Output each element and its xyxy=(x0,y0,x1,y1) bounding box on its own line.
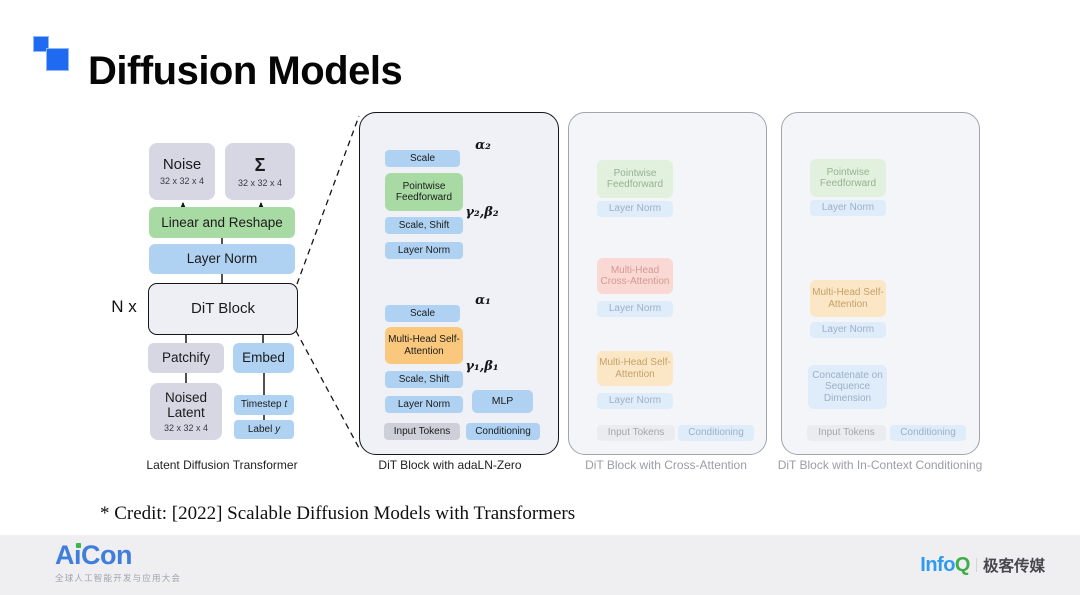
sigma-box: Σ 32 x 32 x 4 xyxy=(225,143,295,200)
multi-head-self-attention-box: Multi-Head Self-Attention xyxy=(385,327,463,364)
page-title: Diffusion Models xyxy=(88,48,403,93)
layer-norm-box-cross-c: Layer Norm xyxy=(597,393,673,409)
scale-box-2: Scale xyxy=(385,150,460,167)
embed-box: Embed xyxy=(233,343,294,373)
bullet-square-small xyxy=(33,36,49,52)
input-tokens-box: Input Tokens xyxy=(384,423,460,440)
caption-in-context: DiT Block with In-Context Conditioning xyxy=(777,458,983,472)
pointwise-feedforward-box-cross: Pointwise Feedforward xyxy=(597,160,673,198)
infoq-logo: InfoQ 极客传媒 xyxy=(920,554,1045,576)
noised-latent-dims: 32 x 32 x 4 xyxy=(163,422,209,433)
layer-norm-box-1: Layer Norm xyxy=(385,396,463,413)
conditioning-box-cross: Conditioning xyxy=(678,425,754,441)
dit-block-box: DiT Block xyxy=(148,283,298,335)
layer-norm-box-cross-a: Layer Norm xyxy=(597,201,673,217)
input-tokens-box-ctx: Input Tokens xyxy=(807,425,886,441)
scale-box-1: Scale xyxy=(385,305,460,322)
layer-norm-box-2: Layer Norm xyxy=(385,242,463,259)
scale-shift-box-1: Scale, Shift xyxy=(385,371,463,388)
aicon-logo: AiCon 全球人工智能开发与应用大会 xyxy=(55,540,182,584)
gamma-beta1-label: γ₁,β₁ xyxy=(465,359,499,374)
multi-head-cross-attention-box: Multi-Head Cross-Attention xyxy=(597,258,673,294)
pointwise-feedforward-box-ctx: Pointwise Feedforward xyxy=(810,159,886,197)
input-tokens-box-cross: Input Tokens xyxy=(597,425,675,441)
gamma-beta2-label: γ₂,β₂ xyxy=(465,205,499,220)
n-times-label: N x xyxy=(111,297,137,316)
aicon-green-dot xyxy=(76,543,81,548)
alpha2-label: α₂ xyxy=(475,138,491,153)
credit-text: * Credit: [2022] Scalable Diffusion Mode… xyxy=(100,503,576,524)
multi-head-self-attention-box-cross: Multi-Head Self-Attention xyxy=(597,351,673,386)
caption-adaln-zero: DiT Block with adaLN-Zero xyxy=(378,458,522,472)
noise-box: Noise 32 x 32 x 4 xyxy=(149,143,215,200)
linear-reshape-box: Linear and Reshape xyxy=(149,207,295,238)
conditioning-box-ctx: Conditioning xyxy=(890,425,966,441)
label-variable: y xyxy=(275,423,281,435)
timestep-variable: t xyxy=(284,399,288,411)
mlp-box: MLP xyxy=(472,390,533,413)
zoom-dash-lines xyxy=(295,115,360,449)
alpha1-label: α₁ xyxy=(475,293,491,308)
noised-latent-box: Noised Latent 32 x 32 x 4 xyxy=(150,383,222,440)
layer-norm-box-cross-b: Layer Norm xyxy=(597,301,673,317)
caption-cross-attention: DiT Block with Cross-Attention xyxy=(585,458,747,472)
conditioning-box: Conditioning xyxy=(466,423,540,440)
layer-norm-box-ctx-b: Layer Norm xyxy=(810,322,886,338)
caption-latent-diffusion-transformer: Latent Diffusion Transformer xyxy=(146,458,298,472)
infoq-separator xyxy=(975,558,977,572)
layer-norm-box-left: Layer Norm xyxy=(149,244,295,274)
timestep-box: Timestep t xyxy=(234,395,294,415)
bullet-square-big xyxy=(46,48,69,71)
multi-head-self-attention-box-ctx: Multi-Head Self-Attention xyxy=(810,280,886,317)
infoq-media-name: 极客传媒 xyxy=(982,558,1045,575)
aicon-tagline: 全球人工智能开发与应用大会 xyxy=(55,573,182,583)
slide-bullet-icon xyxy=(32,35,70,71)
concatenate-box: Concatenate on Sequence Dimension xyxy=(808,365,887,409)
patchify-box: Patchify xyxy=(148,343,224,373)
pointwise-feedforward-box: Pointwise Feedforward xyxy=(385,173,463,211)
footer-bar: AiCon 全球人工智能开发与应用大会 InfoQ 极客传媒 xyxy=(0,535,1080,595)
sigma-dims: 32 x 32 x 4 xyxy=(237,177,283,188)
layer-norm-box-ctx-a: Layer Norm xyxy=(810,200,886,216)
scale-shift-box-2: Scale, Shift xyxy=(385,217,463,234)
label-y-box: Label y xyxy=(234,420,294,439)
noise-dims: 32 x 32 x 4 xyxy=(159,175,205,186)
